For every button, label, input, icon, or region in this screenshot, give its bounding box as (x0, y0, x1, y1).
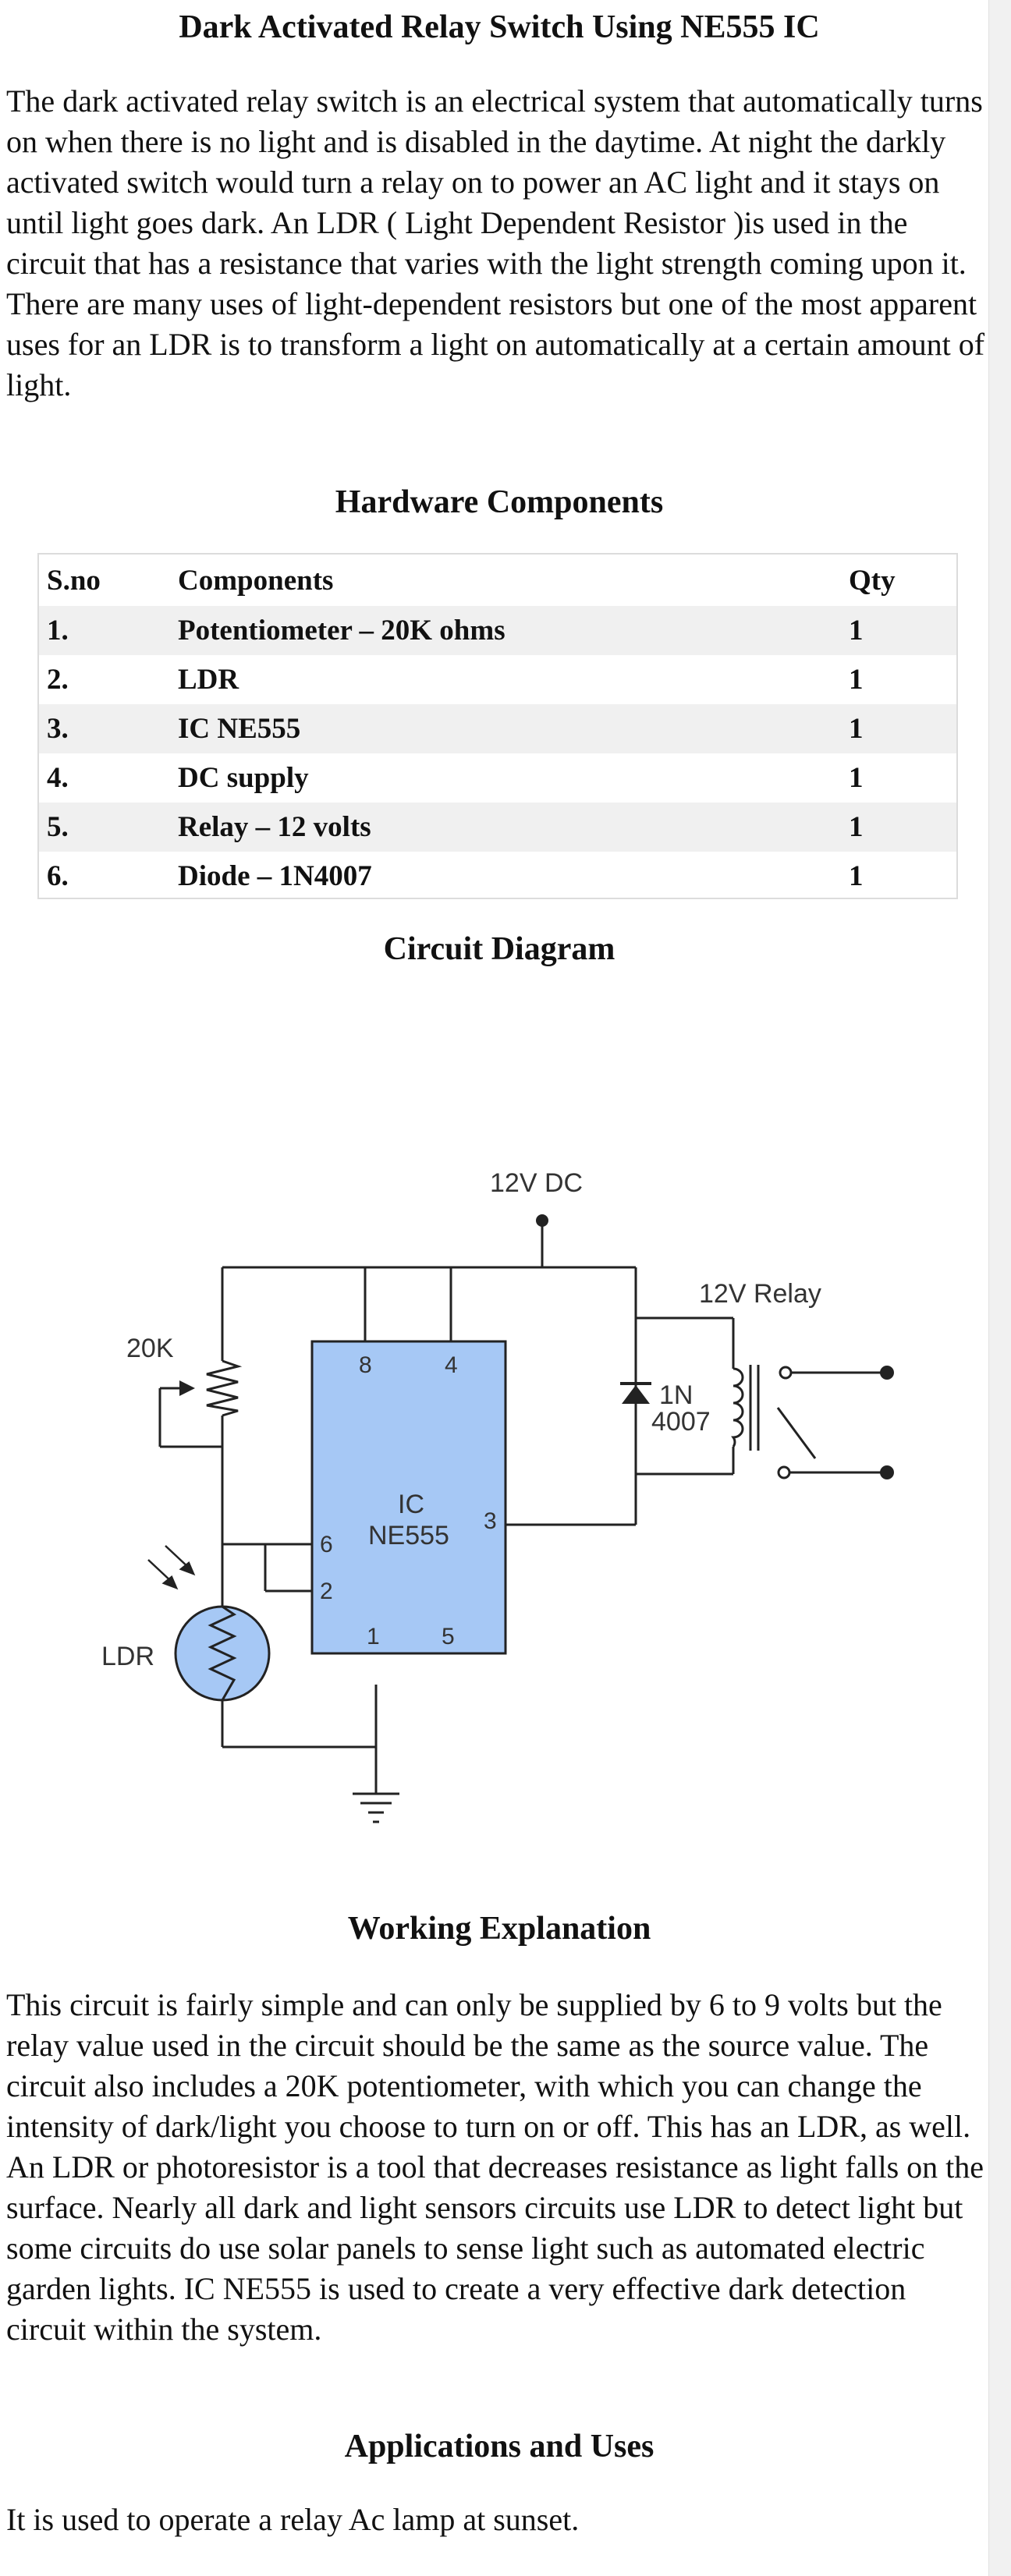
cell-qty: 1 (849, 664, 864, 696)
pot-label: 20K (126, 1334, 174, 1363)
table-row: 3. IC NE555 1 (39, 704, 956, 753)
cell-sno: 4. (47, 762, 69, 794)
cell-qty: 1 (841, 704, 956, 753)
cell-sno: 2. (47, 664, 69, 696)
applications-heading: Applications and Uses (344, 2429, 654, 2464)
pin-8-label: 8 (359, 1352, 372, 1378)
cell-qty: 1 (849, 762, 864, 794)
cell-component: IC NE555 (170, 704, 841, 753)
relay-terminal-bottom (880, 1465, 894, 1479)
diode-label-line1: 1N (659, 1380, 693, 1410)
table-header-row: S.no Components Qty (39, 555, 956, 606)
relay-coil (731, 1365, 760, 1451)
table-row: 5. Relay – 12 volts 1 (39, 803, 956, 852)
light-arrows-icon (147, 1545, 196, 1590)
intro-paragraph: The dark activated relay switch is an el… (6, 83, 985, 402)
cell-sno: 6. (47, 860, 69, 892)
pin-5-label: 5 (442, 1624, 455, 1649)
cell-qty: 1 (841, 606, 956, 655)
ne555-chip (310, 1340, 507, 1655)
pin-6-label: 6 (320, 1532, 333, 1557)
ic-label-line2: NE555 (368, 1521, 449, 1550)
ic-label-line1: IC (398, 1490, 424, 1519)
ldr-label: LDR (101, 1642, 154, 1671)
cell-component: Potentiometer – 20K ohms (170, 606, 841, 655)
cell-sno: 1. (39, 606, 170, 655)
pin-4-label: 4 (445, 1352, 458, 1378)
ldr-resistor-zigzag (208, 1605, 237, 1701)
cell-sno: 5. (39, 803, 170, 852)
ground-icon (353, 1792, 399, 1823)
table-row: 6. Diode – 1N4007 1 (39, 852, 956, 901)
header-qty: Qty (849, 564, 896, 597)
pin-2-label: 2 (320, 1579, 333, 1604)
article-page: Dark Activated Relay Switch Using NE555 … (6, 9, 985, 2537)
relay-contact-top (779, 1366, 793, 1380)
page-title: Dark Activated Relay Switch Using NE555 … (179, 9, 820, 45)
diode-label-line2: 4007 (651, 1407, 711, 1437)
relay-terminal-top (880, 1366, 894, 1380)
hardware-heading: Hardware Components (335, 484, 664, 520)
header-components: Components (178, 564, 334, 597)
relay-contact-bottom (777, 1465, 791, 1479)
components-table: S.no Components Qty 1. Potentiometer – 2… (37, 553, 958, 899)
diode-symbol (622, 1385, 650, 1404)
cell-qty: 1 (841, 803, 956, 852)
potentiometer-symbol (206, 1359, 243, 1417)
applications-paragraph: It is used to operate a relay Ac lamp at… (6, 2502, 580, 2537)
cell-component: Diode – 1N4007 (178, 860, 372, 892)
working-heading: Working Explanation (347, 1911, 651, 1947)
scrollbar[interactable] (988, 0, 1011, 2576)
supply-terminal (536, 1214, 548, 1227)
cell-component: DC supply (178, 762, 309, 794)
working-paragraph: This circuit is fairly simple and can on… (6, 1987, 984, 2347)
table-row: 4. DC supply 1 (39, 753, 956, 803)
relay-label: 12V Relay (699, 1279, 821, 1309)
circuit-diagram: 12V DC 12V Relay 20K LDR 1N 4007 IC NE55… (101, 1168, 894, 1823)
pin-1-label: 1 (367, 1624, 380, 1649)
table-row: 2. LDR 1 (39, 655, 956, 704)
potentiometer-arrow (179, 1380, 195, 1396)
table-row: 1. Potentiometer – 20K ohms 1 (39, 606, 956, 655)
cell-component: LDR (178, 664, 239, 696)
supply-label: 12V DC (490, 1168, 583, 1198)
circuit-heading: Circuit Diagram (383, 931, 615, 967)
cell-component: Relay – 12 volts (170, 803, 841, 852)
cell-qty: 1 (849, 860, 864, 892)
pin-3-label: 3 (484, 1508, 497, 1534)
cell-sno: 3. (39, 704, 170, 753)
header-sno: S.no (47, 564, 101, 597)
